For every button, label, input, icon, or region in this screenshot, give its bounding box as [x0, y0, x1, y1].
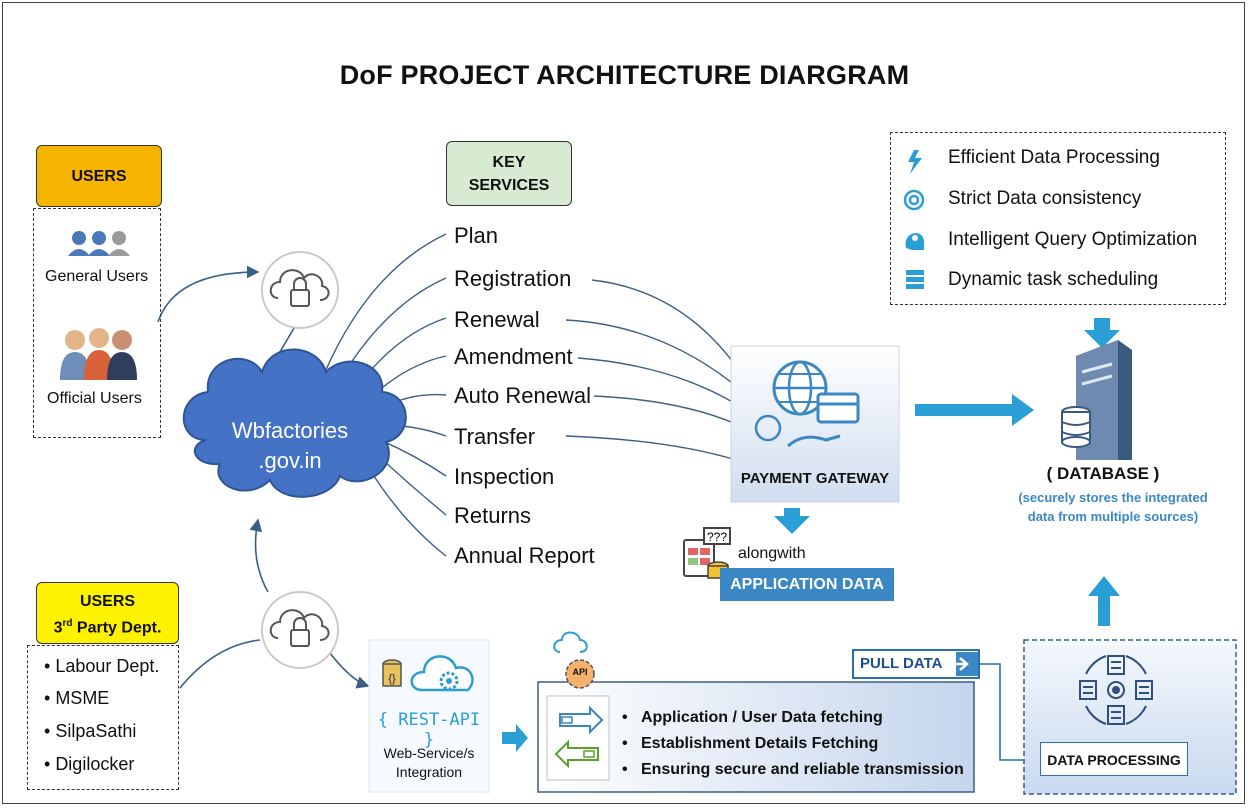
third-party-header-line2: 3rd Party Dept.	[53, 618, 162, 637]
database-server-icon	[1061, 340, 1132, 460]
database-description: (securely stores the integrated data fro…	[998, 488, 1228, 526]
arrow-ws-to-api	[502, 724, 528, 752]
users-header-label: USERS	[71, 168, 127, 185]
third-party-header-line1: USERS	[79, 593, 136, 610]
feature-item: Strict Data consistency	[948, 188, 1142, 209]
payment-connectors	[565, 279, 737, 461]
payment-globe-icon	[754, 360, 860, 448]
alongwith-label: alongwith	[738, 545, 806, 562]
service-item: Annual Report	[454, 543, 595, 568]
third-party-header: USERS 3rd Party Dept.	[36, 582, 179, 644]
dept-item: • MSME	[44, 688, 110, 708]
service-item: Renewal	[454, 307, 540, 332]
portal-label-line1: Wbfactories	[231, 418, 349, 443]
application-data-label: APPLICATION DATA	[720, 568, 894, 601]
api-bullet: • Application / User Data fetching	[622, 709, 883, 726]
service-item: Auto Renewal	[454, 383, 591, 408]
svg-text:???: ???	[707, 530, 727, 544]
dept-item: • Labour Dept.	[44, 656, 160, 676]
feature-item: Intelligent Query Optimization	[948, 229, 1198, 250]
webservice-label: Web-Service/s Integration	[369, 744, 489, 782]
portal-cloud-shape	[182, 348, 407, 498]
data-processing-label: DATA PROCESSING	[1040, 742, 1188, 776]
webservice-label-line2: Integration	[395, 764, 463, 780]
transfer-arrows-icon	[554, 705, 604, 769]
portal-label-line2: .gov.in	[258, 448, 322, 473]
users-box	[33, 208, 161, 438]
database-label: ( DATABASE )	[1046, 464, 1160, 483]
api-badge: API	[572, 667, 588, 677]
payment-gateway-label: PAYMENT GATEWAY	[740, 470, 890, 487]
service-item: Amendment	[454, 344, 573, 369]
server-rack-icon	[906, 270, 924, 289]
bolt-icon	[908, 150, 922, 174]
service-item: Inspection	[454, 464, 555, 489]
service-item: Plan	[454, 223, 499, 248]
service-item: Returns	[454, 503, 532, 528]
rest-api-label: { REST-API }	[377, 710, 481, 750]
api-bullet: • Ensuring secure and reliable transmiss…	[622, 761, 964, 778]
arrow-dp-to-db	[1088, 576, 1120, 626]
key-services-header-line2: SERVICES	[468, 177, 550, 194]
official-users-label: Official Users	[47, 390, 142, 407]
official-users-icon	[60, 328, 137, 380]
key-services-header-line1: KEY	[492, 154, 526, 171]
connector-users-to-lock	[157, 265, 260, 323]
service-item: Transfer	[454, 424, 536, 449]
connector-lock-to-portal-up	[249, 518, 269, 593]
feature-item: Dynamic task scheduling	[948, 269, 1159, 290]
target-icon	[903, 189, 925, 211]
general-users-icon	[68, 231, 130, 256]
third-party-box	[27, 645, 179, 790]
dept-item: • Digilocker	[44, 754, 135, 774]
svg-text:{}: {}	[388, 673, 396, 685]
api-gear-icon	[553, 631, 595, 689]
secure-cloud-bottom-icon	[261, 591, 339, 669]
database-description-line2: data from multiple sources)	[1027, 509, 1199, 524]
webservice-label-line1: Web-Service/s	[383, 745, 475, 761]
features-box	[890, 132, 1226, 305]
arrow-payment-to-db	[915, 394, 1034, 426]
pull-data-label: PULL DATA	[860, 655, 943, 672]
api-bullet: • Establishment Details Fetching	[622, 735, 879, 752]
connector-pull-to-dataprocessing	[980, 663, 1040, 767]
portal-label: Wbfactories .gov.in	[200, 416, 380, 476]
general-users-label: General Users	[45, 268, 149, 285]
rest-api-icon: {}	[382, 655, 474, 692]
connector-lock-to-webservice	[325, 647, 370, 689]
diagram-title: DoF PROJECT ARCHITECTURE DIARGRAM	[339, 60, 910, 90]
api-transfer-panel	[546, 695, 610, 781]
users-header: USERS	[36, 145, 162, 207]
arrow-features-to-db	[1084, 318, 1120, 348]
dept-item: • SilpaSathi	[44, 721, 137, 741]
data-processing-icon	[1079, 655, 1153, 725]
arrow-payment-down	[774, 508, 810, 534]
database-description-line1: (securely stores the integrated	[1018, 490, 1208, 505]
secure-cloud-top-icon	[261, 251, 339, 329]
key-services-header: KEY SERVICES	[446, 141, 572, 206]
api-box	[537, 681, 975, 793]
flow-arrows	[502, 318, 1120, 752]
feature-item: Efficient Data Processing	[948, 147, 1160, 168]
connector-thirdparty-to-lock	[179, 639, 261, 689]
brain-gear-icon	[905, 233, 925, 250]
pull-arrow-icon	[938, 657, 969, 671]
service-item: Registration	[454, 266, 572, 291]
